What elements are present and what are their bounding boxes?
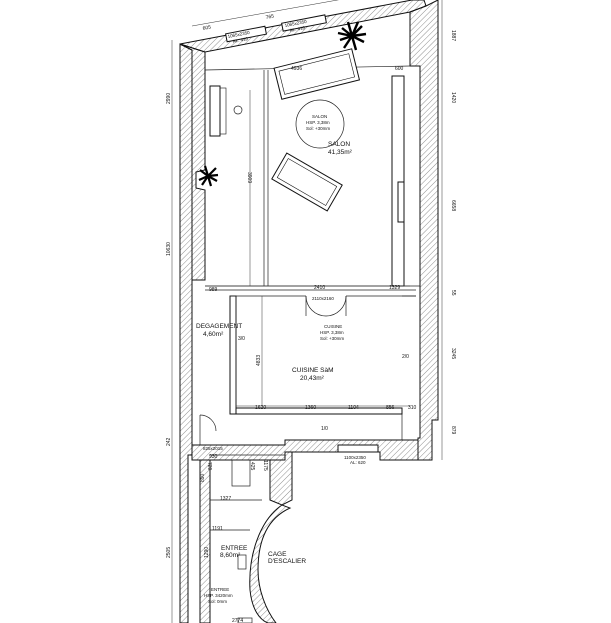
salon-area: 41,35m²: [328, 149, 353, 156]
dim-h-310: 310: [408, 405, 417, 411]
cuisine-area: 20,43m²: [300, 375, 325, 382]
cage-line2: D'ESCALIER: [268, 558, 306, 565]
dim-h-1329: 1329: [389, 285, 400, 291]
cuisine-name: CUISINE SàM: [292, 367, 334, 374]
window-top-1: [225, 25, 267, 43]
entree-area: 8,60m²: [220, 552, 241, 559]
door-entry-size: 825x2015: [203, 446, 223, 451]
dim-e-1191: 1191: [212, 526, 223, 532]
window-bottom: [337, 444, 379, 453]
round-table: [295, 99, 345, 149]
salon-tag-hsp: HSP. 3,38m: [306, 120, 330, 125]
dim-h-1104: 1104: [348, 405, 359, 411]
wall-entree-left: [199, 459, 211, 623]
sofa-middle: [271, 152, 343, 212]
dim-right-6658: 6658: [450, 200, 456, 211]
salon-tag-sol: Sol: +30mm: [306, 126, 330, 131]
dim-e-425: 425: [249, 462, 255, 471]
cuisine-tag-name: CUISINE: [324, 324, 342, 329]
dim-left-10630: 10630: [166, 242, 172, 256]
dim-right-55: 55: [450, 290, 456, 296]
wall-left-lower: [179, 43, 193, 623]
dim-h-1360: 1360: [305, 405, 316, 411]
dim-mid-4833: 4833: [256, 355, 262, 366]
entree-tag-sol: Sol: 0mm: [208, 599, 227, 604]
entree-tag-hsp: HSP. 3420mm: [204, 593, 233, 598]
wall-bottom: [191, 439, 419, 461]
salon-name: SALON: [328, 141, 350, 148]
dim-e-2774: 2774: [232, 618, 243, 623]
dim-h-1620: 1620: [255, 405, 266, 411]
dim-right-3245: 3245: [450, 348, 456, 359]
dim-left-2990: 2990: [166, 93, 172, 104]
dim-e-720: 720: [206, 462, 212, 471]
degagement-name: DEGAGEMENT: [196, 323, 242, 330]
door-kitchen-size: 2110x2160: [312, 296, 334, 301]
dim-e-890: 890: [200, 473, 206, 482]
window-top-1-al: AL: 410: [232, 36, 249, 44]
dim-h-2410: 2410: [314, 285, 325, 291]
entree-tag-name: ENTREE: [211, 587, 229, 592]
plant-icon-left: [198, 165, 219, 187]
plant-icon-top: [337, 21, 367, 51]
wall-mark-3: 3/0: [238, 336, 245, 342]
wall-mark-1: 1/0: [321, 426, 328, 432]
kitchen-partition: [229, 295, 237, 415]
entree-name: ENTREE: [221, 545, 248, 552]
window-top-2-al: AL: 410: [289, 25, 306, 33]
dim-top-600: 600: [395, 66, 404, 72]
dim-top-4936: 4936: [291, 66, 302, 72]
cuisine-tag-sol: Sol: +30mm: [320, 336, 344, 341]
cuisine-tag-hsp: HSP. 3,38m: [320, 330, 344, 335]
dim-right-879: 879: [450, 426, 456, 435]
dim-right-1420: 1420: [450, 92, 456, 103]
window-top-2-size: 1065x2350: [284, 19, 307, 28]
dim-top-605: 605: [202, 24, 212, 32]
wall-mark-2: 2/0: [402, 354, 409, 360]
dim-e-1290: 1290: [204, 547, 210, 558]
dim-e-930: 930: [209, 454, 218, 460]
salon-tag-name: SALON: [312, 114, 327, 119]
window-top-1-size: 1065x2350: [227, 30, 250, 39]
cage-line1: CAGE: [268, 551, 287, 558]
dim-h-856: 856: [386, 405, 395, 411]
window-bottom-al: AL: 620: [350, 460, 366, 465]
dim-mid-3909: 3909: [246, 172, 252, 183]
dim-h-989: 989: [209, 287, 218, 293]
window-bottom-size: 1100x2350: [344, 455, 366, 460]
dim-left-2505: 2505: [166, 547, 172, 558]
dim-e-1327: 1327: [220, 496, 231, 502]
dim-right-1887: 1887: [450, 30, 456, 41]
stair-curve: [249, 504, 292, 623]
window-top-2: [281, 14, 327, 32]
dim-top-765: 765: [265, 13, 275, 21]
wall-entree-right: [269, 451, 293, 506]
dim-left-242: 242: [166, 437, 172, 446]
sofa-top: [273, 48, 361, 100]
wall-right: [409, 0, 439, 461]
dim-e-1175: 1175: [262, 460, 268, 471]
degagement-area: 4,60m²: [203, 331, 224, 338]
